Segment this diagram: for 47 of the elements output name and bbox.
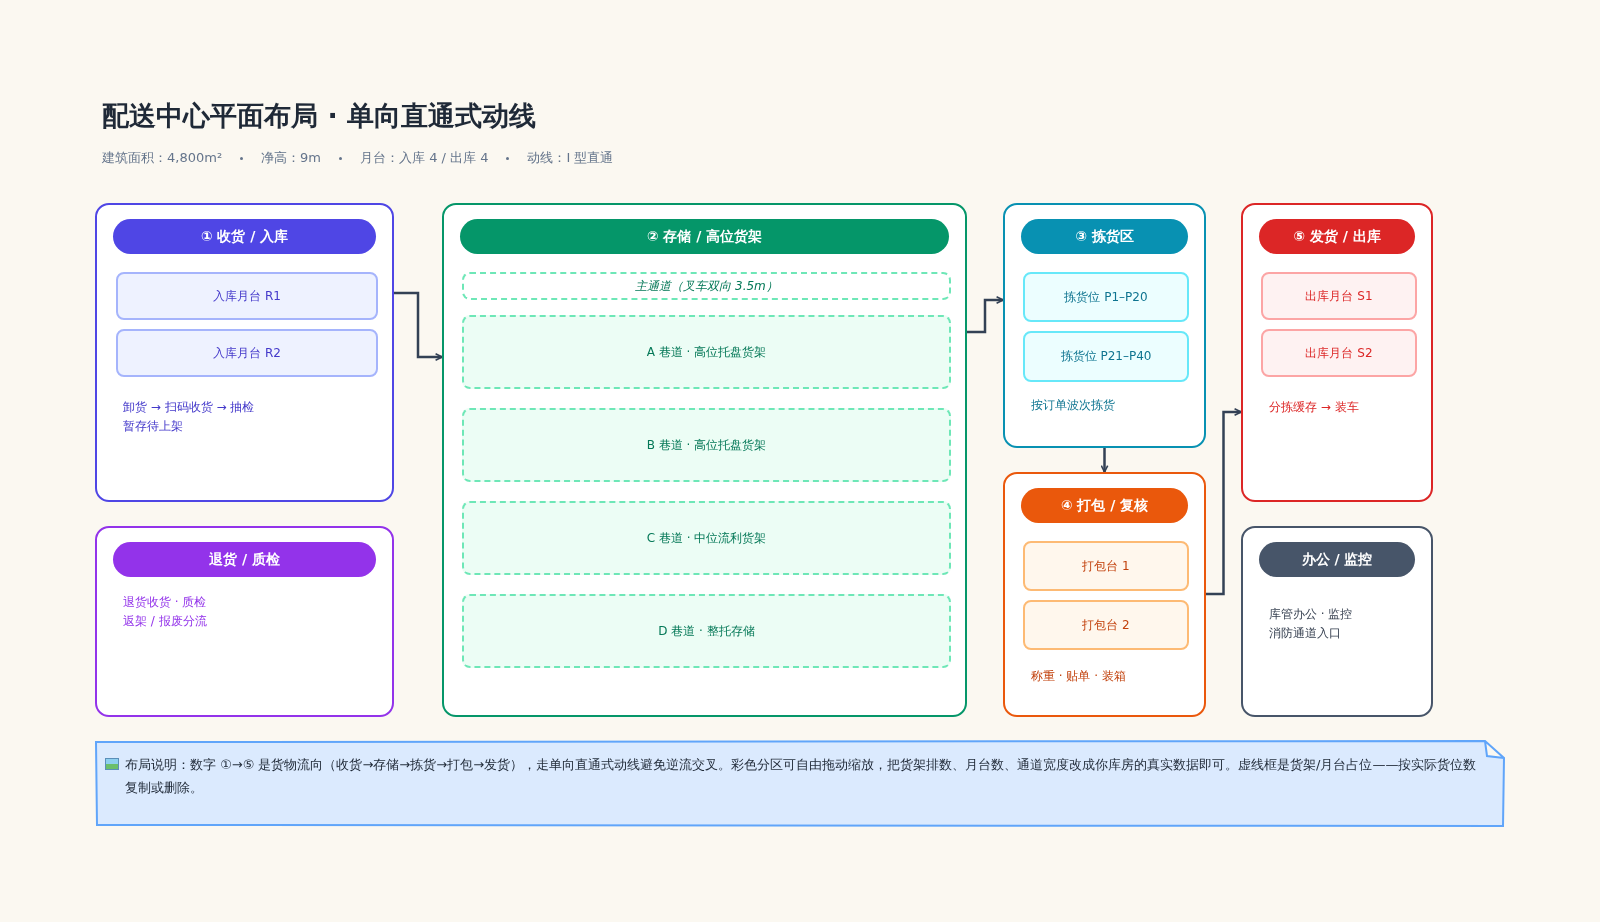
- zone-note: 称重 · 贴单 · 装箱: [1031, 668, 1126, 685]
- zone-note: 库管办公 · 监控: [1269, 606, 1353, 623]
- zone-header: ⑤ 发货 / 出库: [1259, 219, 1415, 254]
- dock-slot: 出库月台 S1: [1261, 272, 1417, 320]
- zone-panel: [1003, 203, 1206, 448]
- dock-slot: 入库月台 R2: [116, 329, 378, 377]
- zone-header: ② 存储 / 高位货架: [460, 219, 949, 254]
- zone-note: 按订单波次拣货: [1031, 397, 1115, 414]
- flow-arrow: [1206, 408, 1242, 596]
- dock-slot: 出库月台 S2: [1261, 329, 1417, 377]
- dock-slot: 拣货位 P21–P40: [1023, 331, 1189, 382]
- zone-note: 退货收货 · 质检: [123, 594, 207, 611]
- spec-label: 动线：I 型直通: [527, 149, 614, 167]
- zone-header: 办公 / 监控: [1259, 542, 1415, 577]
- zone-header: ① 收货 / 入库: [113, 219, 376, 254]
- zone-note: 消防通道入口: [1269, 625, 1341, 642]
- flow-arrow: [394, 291, 443, 361]
- flow-arrow: [967, 296, 1004, 334]
- spec-label: 建筑面积：4,800m²: [102, 149, 223, 167]
- dock-slot: 拣货位 P1–P20: [1023, 272, 1189, 322]
- zone-panel: [95, 203, 394, 502]
- dock-slot: 入库月台 R1: [116, 272, 378, 320]
- diagram-title: 配送中心平面布局 · 单向直通式动线: [102, 99, 537, 133]
- memo-text: 布局说明：数字 ①→⑤ 是货物流向（收货→存储→拣货→打包→发货），走单向直通式动线避免逆流交叉。彩色分区可自由拖动缩放，把货架排数、月台数、通道宽度改成你库房的真实数据即可。虚线框是货架/月台占位——按实际货位数复制或删除。: [125, 756, 1478, 797]
- dock-slot: 打包台 1: [1023, 541, 1189, 591]
- memo-note: [95, 740, 1505, 827]
- rack-row: B 巷道 · 高位托盘货架: [462, 408, 951, 482]
- zone-panel: [442, 203, 967, 717]
- spec-label: 净高：9m: [261, 149, 322, 167]
- zone-note: 暂存待上架: [123, 418, 183, 435]
- zone-header: ④ 打包 / 复核: [1021, 488, 1188, 523]
- flow-arrow: [1100, 448, 1109, 473]
- zone-header: 退货 / 质检: [113, 542, 376, 577]
- rack-row: D 巷道 · 整托存储: [462, 594, 951, 668]
- zone-note: 返架 / 报废分流: [123, 613, 207, 630]
- spec-label: 月台：入库 4 / 出库 4: [360, 149, 489, 167]
- rack-row: A 巷道 · 高位托盘货架: [462, 315, 951, 389]
- zone-note: 分拣缓存 → 装车: [1269, 399, 1359, 416]
- zone-panel: [1241, 526, 1433, 717]
- zone-panel: [1003, 472, 1206, 717]
- zone-note: 卸货 → 扫码收货 → 抽检: [123, 399, 255, 416]
- zone-panel: [95, 526, 394, 717]
- zone-header: ③ 拣货区: [1021, 219, 1188, 254]
- rack-row: C 巷道 · 中位流利货架: [462, 501, 951, 575]
- dock-slot: 打包台 2: [1023, 600, 1189, 650]
- zone-panel: [1241, 203, 1433, 502]
- aisle-box: 主通道（叉车双向 3.5m）: [462, 272, 951, 300]
